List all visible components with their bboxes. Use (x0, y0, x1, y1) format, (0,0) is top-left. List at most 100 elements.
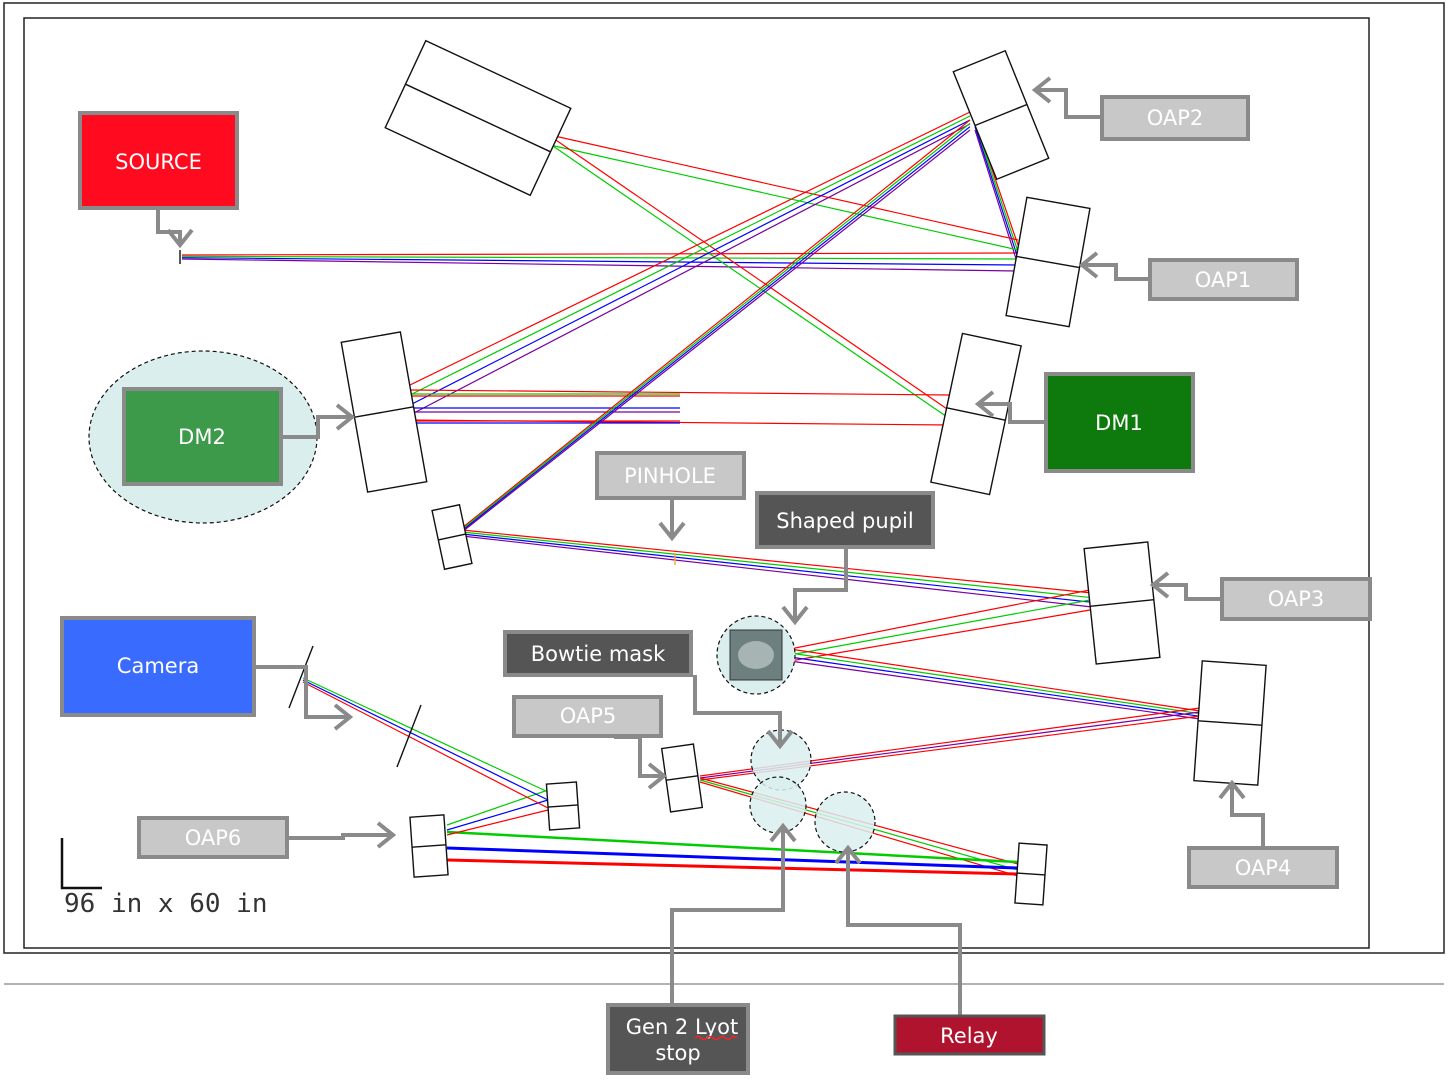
oap6-label: OAP6 (137, 816, 289, 859)
pupil-oap4-ray (789, 660, 1201, 720)
oap5-arrowhead (647, 762, 668, 790)
oap6-text: OAP6 (185, 826, 242, 850)
optics (179, 39, 1267, 906)
shaped-pupil-arrowhead (781, 605, 809, 626)
pinhole-text: PINHOLE (624, 464, 716, 488)
bench-frame (23, 17, 1370, 949)
camera-text: Camera (117, 654, 199, 678)
oap3-text: OAP3 (1268, 587, 1325, 611)
oap5-text: OAP5 (560, 704, 617, 728)
outer-frame (3, 2, 1445, 954)
bowtie-arrow (693, 675, 782, 746)
oap4-arrowhead (1218, 779, 1246, 800)
camera-label: Camera (60, 616, 256, 717)
callout-arrows (156, 76, 1265, 1016)
source-oap1-ray (181, 252, 1019, 256)
dm1-arrow (978, 402, 1046, 424)
shaped-pupil-label: Shaped pupil (755, 491, 935, 549)
oap6-mirror (409, 814, 449, 878)
oap4-label: OAP4 (1187, 846, 1339, 889)
camera-arrow (254, 665, 350, 719)
pupil-oap4-ray (789, 656, 1201, 717)
scale-axes (60, 838, 102, 890)
lyot-label: Gen 2 Lyot stop (606, 1003, 750, 1075)
pinhole-arrowhead (658, 521, 686, 542)
fold3-camera-ray (302, 681, 549, 809)
oap3-pupil-ray (789, 589, 1091, 650)
oap3-mirror (1083, 541, 1161, 665)
beam-paths (181, 111, 1201, 877)
oap2-dm2-ray (409, 115, 971, 396)
mount-oap1-ray (549, 134, 1019, 241)
oap2-dm2-ray (409, 119, 971, 406)
fold1-oap3-ray (461, 535, 1093, 608)
mount-dm1-ray (549, 135, 951, 412)
fold3-camera-ray (302, 679, 549, 801)
lyot-text-line2: stop (655, 1041, 700, 1065)
pupil-oap4-ray (789, 652, 1201, 715)
mount-oap1-ray (549, 144, 1019, 251)
beam-splitter-2 (396, 704, 422, 768)
oap6-fold3-ray (446, 799, 549, 831)
source-oap1-ray (181, 257, 1019, 266)
oap6-fold3-ray (446, 809, 549, 836)
fold1-oap3-ray (461, 533, 1093, 603)
dm2-text: DM2 (178, 425, 226, 449)
oap3-pupil-ray (789, 609, 1091, 662)
shaped-pupil-arrow (793, 548, 848, 622)
relay-circle (814, 791, 876, 853)
scale-indicator: 96 in x 60 in (60, 838, 268, 919)
dm1-label: DM1 (1044, 372, 1195, 473)
bowtie-label: Bowtie mask (503, 630, 693, 677)
lyot-text-line1: Gen 2 Lyot (626, 1015, 739, 1039)
oap5-label: OAP5 (512, 695, 663, 738)
oap6-fold3-ray (446, 789, 549, 826)
oap2-text: OAP2 (1147, 106, 1204, 130)
fold1-oap3-ray (461, 531, 1093, 599)
beam-splitter-1 (288, 645, 314, 709)
oap2-arrow (1035, 88, 1102, 119)
fold-mirror-2 (1014, 842, 1048, 906)
oap2-fold1-ray (461, 122, 971, 530)
fold-mirror-1 (431, 503, 473, 571)
oap4-arrow (1230, 783, 1265, 848)
source-box (78, 111, 239, 210)
oap2-label: OAP2 (1100, 95, 1250, 141)
fold2-oap6-ray (446, 846, 1019, 870)
bowtie-arrowhead (766, 729, 794, 750)
pupil-oap4-ray (789, 648, 1201, 712)
oap2-fold1-ray (461, 126, 971, 532)
oap1-text: OAP1 (1195, 268, 1252, 292)
fold3-camera-ray (302, 677, 549, 793)
source-oap1-ray (181, 258, 1019, 272)
oap2-dm2-ray (409, 123, 971, 416)
dm2-mirror (340, 331, 428, 493)
bowtie-text: Bowtie mask (531, 642, 666, 666)
oap3-arrow (1153, 583, 1222, 601)
lyot-arrow (670, 826, 785, 1005)
source-text: SOURCE (115, 150, 202, 174)
relay-label: Relay (893, 1014, 1046, 1056)
oap2-fold1-ray (461, 119, 971, 529)
oap2-fold1-ray (461, 129, 971, 533)
dm1-dm2-ray (409, 389, 951, 396)
lyot-stop-circle (749, 776, 807, 834)
top-mount (384, 39, 572, 197)
lyot-arrowhead (769, 822, 797, 843)
source-arrowhead (166, 228, 194, 249)
dm2-label: DM2 (122, 387, 283, 486)
relay-arrow (846, 848, 962, 1016)
relay-arrowhead (834, 844, 862, 865)
labels: SOURCE OAP2 OAP1 DM1 DM2 PINHOLE Shaped … (60, 95, 1372, 1075)
oap3-label: OAP3 (1220, 577, 1372, 621)
spellcheck-underline (694, 1035, 738, 1041)
oap1-oap2-ray (974, 129, 1019, 266)
oap4-mirror (1193, 660, 1267, 786)
oap1-arrowhead (1078, 251, 1099, 279)
oap2-mirror (952, 49, 1050, 181)
oap1-oap2-ray (974, 126, 1019, 259)
oap1-mirror (1005, 196, 1091, 328)
source-label: SOURCE (78, 111, 239, 210)
shaped-pupil-text: Shaped pupil (776, 509, 913, 533)
